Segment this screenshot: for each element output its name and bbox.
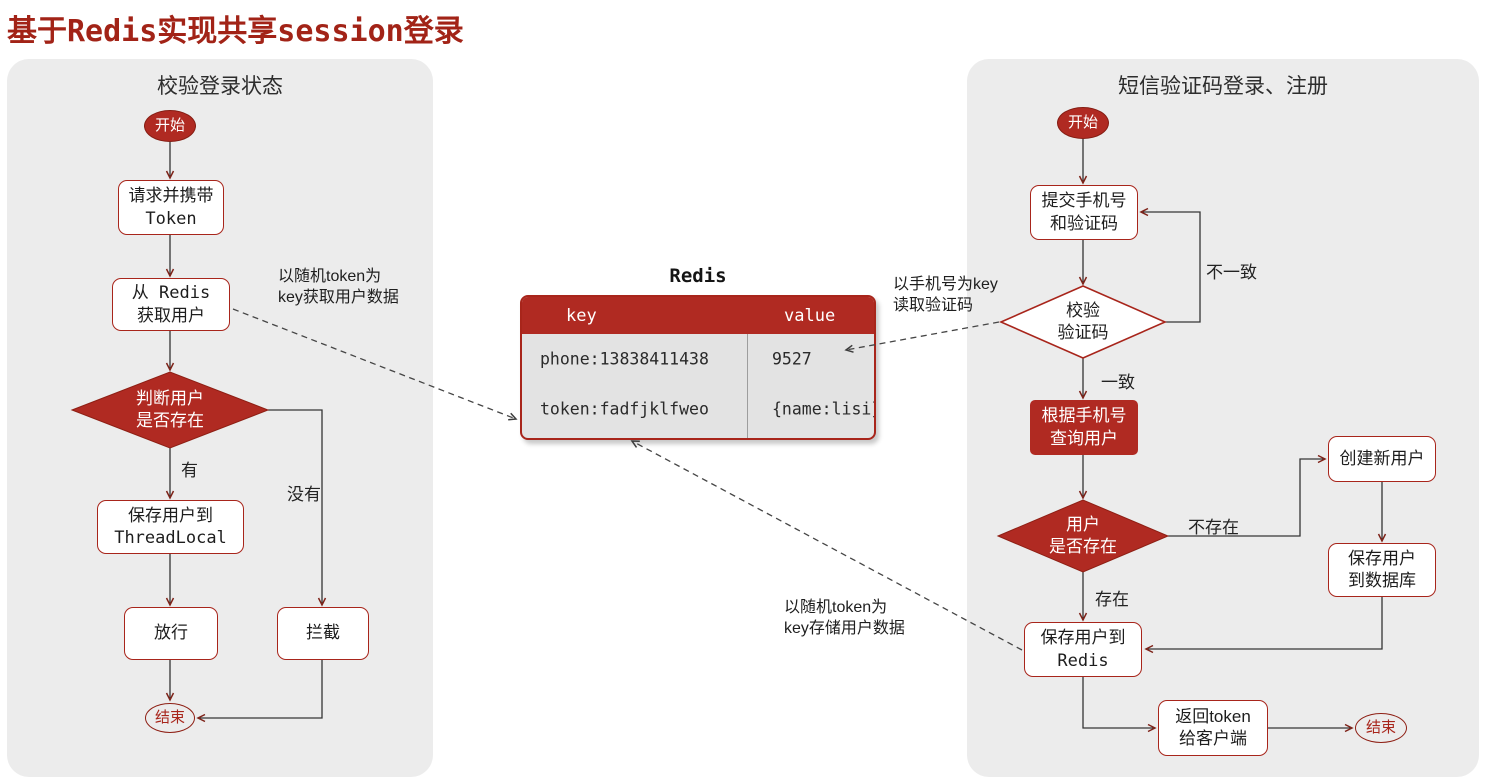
redis-row-phone-value: 9527 (772, 349, 812, 368)
annotation-get-user-data: 以随机token为 key获取用户数据 (278, 266, 399, 308)
user-exists-line-1: 用户 (1066, 514, 1100, 534)
edge-label-mismatch: 不一致 (1206, 263, 1257, 282)
pass-label: 放行 (154, 623, 188, 643)
node-start-left: 开始 (144, 110, 196, 142)
query-user-line-1: 根据手机号 (1041, 406, 1127, 426)
edge-userexists-createuser (1168, 454, 1327, 537)
node-save-to-threadlocal: 保存用户到 ThreadLocal (97, 500, 244, 554)
column-divider (747, 334, 748, 438)
node-save-to-redis: 保存用户到 Redis (1024, 622, 1142, 677)
submit-phone-line-2: 和验证码 (1050, 213, 1118, 233)
node-start-right: 开始 (1057, 107, 1109, 139)
annotation-get-user-line-1: 以随机token为 (278, 268, 382, 285)
annotation-store-user-line-1: 以随机token为 (784, 599, 888, 616)
edge-label-match: 一致 (1101, 373, 1135, 392)
annotation-read-code-line-1: 以手机号为key (893, 276, 998, 293)
node-end-right: 结束 (1355, 713, 1407, 743)
create-user-label: 创建新用户 (1339, 448, 1425, 468)
edge-judge-intercept (268, 409, 327, 607)
annotation-get-user-line-2: key获取用户数据 (278, 289, 399, 306)
redis-col-value: value (784, 305, 836, 326)
verify-code-line-2: 验证码 (1057, 323, 1109, 342)
page-title: 基于Redis实现共享session登录 (7, 14, 464, 49)
save-threadlocal-line-2: ThreadLocal (114, 528, 227, 548)
edge-saveredis-returntoken (1082, 677, 1157, 733)
node-request-token: 请求并携带 Token (118, 180, 224, 235)
save-threadlocal-line-1: 保存用户到 (128, 505, 213, 525)
redis-row-phone: phone:13838411438 9527 (522, 334, 874, 383)
annotation-store-user-data: 以随机token为 key存储用户数据 (784, 597, 905, 639)
node-judge-user-exists: 判断用户 是否存在 (98, 385, 242, 435)
node-create-user: 创建新用户 (1328, 436, 1436, 482)
judge-user-line-2: 是否存在 (136, 411, 204, 430)
start-right-label: 开始 (1067, 114, 1098, 132)
redis-row-token-key: token:fadfjklfweo (540, 399, 709, 419)
edge-label-not-exist: 不存在 (1188, 518, 1239, 537)
edge-intercept-end (196, 660, 323, 723)
edge-savedb-saveredis (1144, 597, 1383, 654)
annotation-read-code-line-2: 读取验证码 (893, 297, 974, 314)
edge-label-yes: 有 (181, 461, 198, 480)
query-user-line-2: 查询用户 (1050, 428, 1118, 448)
request-token-line-2: Token (145, 208, 197, 229)
annotation-store-user-line-2: key存储用户数据 (784, 620, 905, 637)
get-user-line-2: 获取用户 (137, 305, 205, 325)
node-submit-phone: 提交手机号 和验证码 (1030, 185, 1138, 240)
user-exists-line-2: 是否存在 (1049, 537, 1117, 556)
submit-phone-line-1: 提交手机号 (1041, 191, 1127, 211)
node-intercept: 拦截 (277, 607, 369, 660)
left-panel-title: 校验登录状态 (157, 75, 283, 98)
start-left-label: 开始 (154, 117, 185, 135)
save-db-line-2: 到数据库 (1348, 571, 1416, 590)
redis-row-phone-key: phone:13838411438 (540, 349, 709, 368)
redis-row-token-value: {name:lisi} (772, 399, 876, 419)
node-verify-code: 校验 验证码 (1033, 297, 1133, 347)
end-left-label: 结束 (154, 709, 185, 727)
node-query-user-by-phone: 根据手机号 查询用户 (1030, 400, 1138, 455)
save-db-line-1: 保存用户 (1348, 548, 1416, 568)
edge-verify-submit-loop (1139, 207, 1201, 323)
node-save-to-db: 保存用户 到数据库 (1328, 543, 1436, 597)
redis-table-header: key value (522, 297, 874, 334)
end-right-label: 结束 (1365, 719, 1396, 737)
node-pass: 放行 (124, 607, 218, 660)
redis-row-token: token:fadfjklfweo {name:lisi} (522, 383, 874, 435)
annotation-read-code: 以手机号为key 读取验证码 (893, 274, 998, 316)
save-redis-line-2: Redis (1057, 650, 1109, 671)
node-return-token: 返回token 给客户端 (1158, 700, 1268, 756)
user-exists-diamond (996, 499, 1170, 573)
edge-label-exist: 存在 (1095, 590, 1129, 609)
node-end-left: 结束 (145, 703, 195, 733)
redis-table-title: Redis (669, 265, 727, 287)
intercept-label: 拦截 (306, 623, 340, 643)
verify-code-diamond (999, 285, 1167, 359)
judge-user-line-1: 判断用户 (136, 388, 204, 408)
redis-col-key: key (566, 305, 597, 326)
return-token-line-2: 给客户端 (1179, 729, 1247, 748)
redis-table: key value phone:13838411438 9527 token:f… (520, 295, 876, 440)
request-token-line-1: 请求并携带 (128, 186, 214, 206)
edge-label-no: 没有 (287, 485, 321, 504)
node-get-user-from-redis: 从 Redis 获取用户 (112, 278, 230, 331)
return-token-line-1: 返回token (1175, 706, 1251, 726)
verify-code-line-1: 校验 (1066, 300, 1100, 320)
right-panel-title: 短信验证码登录、注册 (1118, 75, 1328, 98)
node-user-exists: 用户 是否存在 (1023, 511, 1143, 561)
save-redis-line-1: 保存用户到 (1040, 628, 1126, 648)
get-user-line-1: 从 Redis (131, 283, 211, 304)
